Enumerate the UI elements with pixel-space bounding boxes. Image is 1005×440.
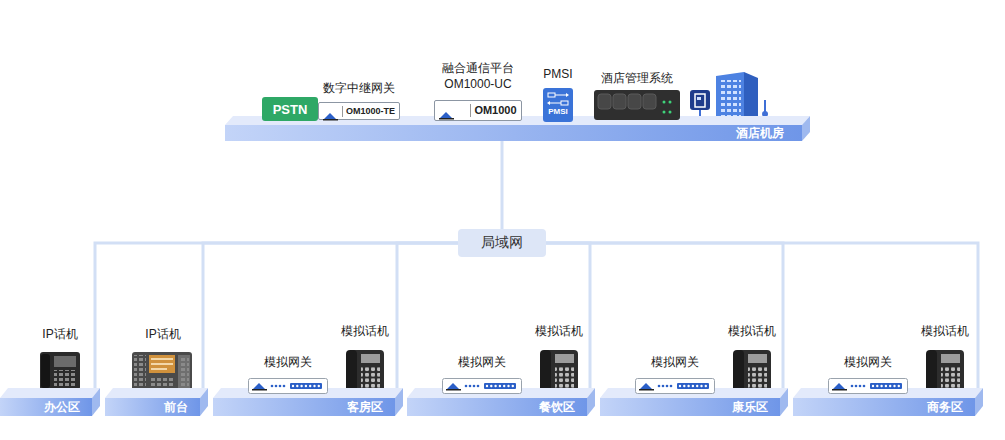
device-label: IP话机 [42, 326, 77, 342]
device-label: 模拟话机 [341, 323, 389, 339]
device-model: OM1000 [470, 104, 516, 117]
gateway-box-svg [442, 378, 522, 394]
area-label: 客房区 [347, 398, 383, 416]
area-platform: 康乐区模拟网关 [600, 388, 788, 416]
device-model: OM1000-TE [342, 106, 395, 117]
connector-line [546, 243, 590, 388]
area-label: 康乐区 [732, 398, 768, 416]
ip-phone [132, 352, 192, 392]
pmsi-arrows-svg [545, 91, 571, 107]
device-heading: 数字中继网关 [323, 80, 395, 96]
area-label: 办公区 [44, 398, 80, 416]
analog-gateway: 模拟网关 [632, 352, 718, 394]
analog-gateway: 模拟网关 [825, 352, 911, 394]
area-platform: 商务区模拟网关 [793, 388, 983, 416]
area-label: 酒店机房 [736, 125, 784, 141]
area-platform: 办公区 [0, 388, 100, 416]
device-box: OM1000-TE [318, 102, 400, 120]
analog-phone [540, 350, 578, 394]
analog-gateway: 模拟网关 [245, 352, 331, 394]
machine-room-band: 酒店机房PSTN数字中继网关OM1000-TE融合通信平台 OM1000-UCO… [225, 116, 810, 141]
server-heading: 酒店管理系统 [601, 70, 673, 86]
hotel-system: 酒店管理系统 [592, 68, 682, 120]
ip-phone [40, 352, 80, 390]
gateway-box [442, 378, 522, 394]
lan-box: 局域网 [458, 229, 546, 257]
gateway-box-svg [828, 378, 908, 394]
analog-phone [733, 350, 771, 394]
device-logo [323, 107, 338, 116]
device-box: OM1000 [434, 100, 521, 121]
analog-phone [926, 350, 964, 394]
area-label: 商务区 [927, 398, 963, 416]
device-logo-svg [323, 112, 338, 121]
device-heading: 融合通信平台 OM1000-UC [430, 60, 526, 92]
device-label: 模拟话机 [535, 323, 583, 339]
device-label: IP话机 [145, 326, 180, 342]
connector-line [203, 243, 458, 388]
gateway-device: 数字中继网关 OM1000-TE [317, 72, 401, 120]
device-logo-svg [439, 111, 454, 120]
lan-label: 局域网 [481, 234, 523, 252]
connector-line [397, 243, 458, 388]
connector-line [95, 243, 458, 388]
gateway-box [635, 378, 715, 394]
pmsi-icon: PMSI PMSI [538, 64, 578, 122]
analog-gateway: 模拟网关 [439, 352, 525, 394]
platform-shape [105, 388, 208, 416]
connector-line [501, 141, 504, 229]
connector-line [546, 243, 978, 388]
area-platform: 前台 [105, 388, 208, 416]
device-label: 模拟话机 [728, 323, 776, 339]
pmsi-text: PMSI [548, 107, 568, 117]
gateway-box-svg [635, 378, 715, 394]
area-label: 餐饮区 [539, 398, 575, 416]
area-platform: 客房区模拟网关 [213, 388, 403, 416]
area-label: 前台 [164, 398, 188, 416]
gateway-heading: 模拟网关 [844, 354, 892, 370]
pmsi-badge: PMSI [543, 88, 573, 122]
server-shape-svg [594, 90, 680, 120]
pmsi-arrows [545, 91, 571, 107]
connector-line [546, 243, 783, 388]
analog-phone [346, 350, 384, 394]
gateway-box [248, 378, 328, 394]
device-logo [439, 106, 454, 115]
gateway-heading: 模拟网关 [264, 354, 312, 370]
pmsi-heading: PMSI [543, 66, 572, 82]
gateway-box [828, 378, 908, 394]
pstn-box: PSTN [262, 97, 318, 121]
pstn-label: PSTN [273, 102, 308, 117]
gateway-heading: 模拟网关 [651, 354, 699, 370]
server-shape [594, 90, 680, 120]
area-platform: 餐饮区模拟网关 [407, 388, 595, 416]
gateway-box-svg [248, 378, 328, 394]
device-label: 模拟话机 [921, 323, 969, 339]
platform-device: 融合通信平台 OM1000-UC OM1000 [427, 56, 529, 121]
gateway-heading: 模拟网关 [458, 354, 506, 370]
platform-shape-svg [105, 388, 208, 416]
